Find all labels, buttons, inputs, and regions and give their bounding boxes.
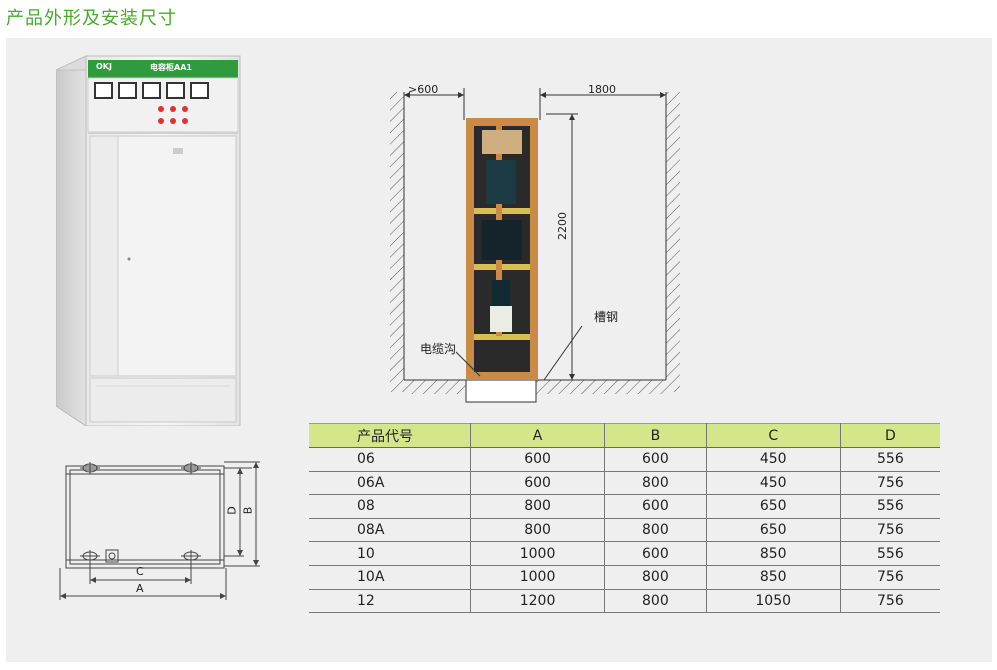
table-cell: 800 bbox=[470, 518, 606, 543]
cabinet-nameplate: 电容柜AA1 bbox=[150, 63, 192, 72]
meter-icon bbox=[118, 82, 137, 99]
base-mounting-diagram bbox=[59, 461, 260, 600]
indicator-light-icon bbox=[182, 118, 188, 124]
indicator-light-icon bbox=[182, 106, 188, 112]
table-cell: 1000 bbox=[470, 541, 606, 566]
dim-a-label: A bbox=[136, 582, 144, 595]
table-cell: 756 bbox=[840, 471, 940, 496]
dim-d-label: D bbox=[225, 506, 239, 515]
indicator-light-icon bbox=[158, 106, 164, 112]
table-cell: 1050 bbox=[706, 589, 841, 614]
col-header-a: A bbox=[470, 423, 606, 448]
cabinet-brand: OKJ bbox=[96, 62, 112, 71]
dim-b-label: B bbox=[241, 506, 255, 515]
table-cell: 850 bbox=[706, 565, 841, 590]
indicator-light-icon bbox=[170, 106, 176, 112]
indicator-light-icon bbox=[170, 118, 176, 124]
table-cell: 12 bbox=[309, 589, 471, 614]
meter-icon bbox=[166, 82, 185, 99]
table-cell: 800 bbox=[604, 589, 707, 614]
table-cell: 450 bbox=[706, 471, 841, 496]
table-cell: 556 bbox=[840, 494, 940, 519]
col-header-code: 产品代号 bbox=[309, 423, 471, 448]
table-cell: 800 bbox=[604, 471, 707, 496]
table-cell: 10A bbox=[309, 565, 471, 590]
table-cell: 06 bbox=[309, 447, 471, 472]
table-cell: 756 bbox=[840, 518, 940, 543]
table-cell: 1200 bbox=[470, 589, 606, 614]
table-cell: 600 bbox=[470, 471, 606, 496]
clearance-label: >600 bbox=[408, 83, 439, 96]
table-cell: 600 bbox=[604, 447, 707, 472]
col-header-c: C bbox=[706, 423, 841, 448]
table-cell: 650 bbox=[706, 494, 841, 519]
col-header-d: D bbox=[840, 423, 940, 448]
meter-icon bbox=[94, 82, 113, 99]
table-cell: 08A bbox=[309, 518, 471, 543]
table-cell: 800 bbox=[470, 494, 606, 519]
table-cell: 08 bbox=[309, 494, 471, 519]
table-cell: 06A bbox=[309, 471, 471, 496]
table-header-row: 产品代号 A B C D bbox=[309, 423, 940, 448]
depth-label: 1800 bbox=[588, 83, 616, 96]
table-cell: 600 bbox=[470, 447, 606, 472]
table-cell: 1000 bbox=[470, 565, 606, 590]
table-cell: 756 bbox=[840, 565, 940, 590]
table-cell: 800 bbox=[604, 518, 707, 543]
installation-diagram bbox=[390, 88, 680, 403]
page-title: 产品外形及安装尺寸 bbox=[6, 8, 177, 29]
height-label: 2200 bbox=[556, 212, 569, 240]
col-header-b: B bbox=[604, 423, 707, 448]
table-cell: 600 bbox=[604, 494, 707, 519]
table-cell: 650 bbox=[706, 518, 841, 543]
table-cell: 556 bbox=[840, 447, 940, 472]
channel-steel-label: 槽钢 bbox=[594, 310, 619, 324]
meter-icon bbox=[142, 82, 161, 99]
table-cell: 556 bbox=[840, 541, 940, 566]
table-cell: 450 bbox=[706, 447, 841, 472]
table-cell: 756 bbox=[840, 589, 940, 614]
cabinet-photo bbox=[56, 55, 241, 426]
cable-trench-label: 电缆沟 bbox=[420, 342, 457, 356]
table-cell: 800 bbox=[604, 565, 707, 590]
table-cell: 600 bbox=[604, 541, 707, 566]
meter-icon bbox=[190, 82, 209, 99]
indicator-light-icon bbox=[158, 118, 164, 124]
table-cell: 10 bbox=[309, 541, 471, 566]
table-cell: 850 bbox=[706, 541, 841, 566]
dim-c-label: C bbox=[136, 565, 144, 578]
